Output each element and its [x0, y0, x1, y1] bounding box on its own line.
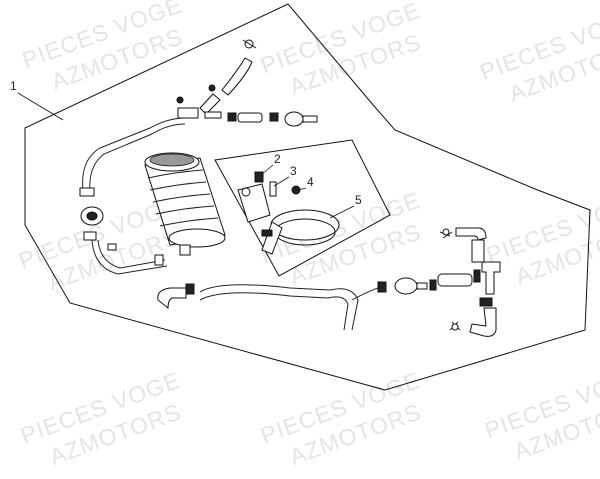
bracket-assembly: [237, 171, 301, 223]
callout-leader-1: [17, 92, 64, 121]
callout-2: 2: [261, 152, 281, 175]
upper-hose-inner: [89, 123, 186, 193]
callout-label-5: 5: [355, 193, 362, 207]
callout-label-2: 2: [274, 152, 281, 166]
bracket-group-outline: [214, 139, 391, 277]
top-hose-fittings: [176, 39, 318, 127]
watermark-top-right: PIECES VOGE AZMOTORS: [476, 3, 600, 106]
charcoal-canister: [144, 152, 226, 256]
band-clamp: [261, 209, 340, 255]
callout-label-1: 1: [10, 79, 17, 93]
watermark-bottom-left: PIECES VOGE AZMOTORS: [17, 367, 185, 470]
hose-clamp: [154, 254, 164, 266]
watermark-top-left: PIECES VOGE AZMOTORS: [19, 0, 187, 95]
long-vapor-line: [199, 284, 359, 331]
callout-label-4: 4: [307, 175, 314, 189]
assembly-outline: [24, 3, 591, 391]
watermark-top-center: PIECES VOGE AZMOTORS: [257, 0, 425, 100]
inline-filter: [79, 187, 104, 241]
callout-3: 3: [273, 164, 297, 187]
watermark-mid-right: PIECES VOGE AZMOTORS: [483, 186, 600, 289]
callout-1: 1: [10, 79, 64, 121]
lower-left-elbow: [157, 283, 195, 310]
purge-valve-group: [377, 227, 501, 337]
long-vapor-line-inner: [199, 292, 349, 331]
watermark-bottom-right: PIECES VOGE AZMOTORS: [481, 362, 600, 465]
lower-hose: [97, 239, 166, 269]
callout-5: 5: [329, 193, 362, 219]
lower-hose-inner: [91, 239, 168, 275]
hose-clamp: [107, 243, 117, 251]
callout-4: 4: [297, 175, 314, 191]
upper-hose: [82, 117, 186, 191]
callout-label-3: 3: [290, 164, 297, 178]
